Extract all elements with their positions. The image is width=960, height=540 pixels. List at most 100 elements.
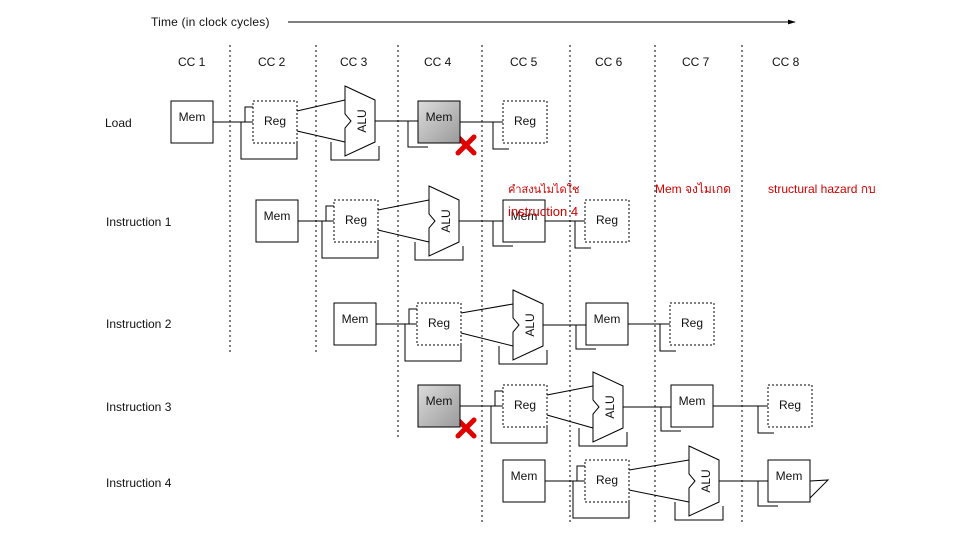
instruction-3-reg-stage-2 (767, 384, 813, 428)
instruction-1-reg-stage-1 (333, 199, 379, 243)
instruction-1-wire-2c (414, 242, 464, 261)
load-mem-conflict-cross-icon (455, 134, 477, 156)
instruction-1-wire-3b (492, 221, 513, 247)
annotation-note-3: Mem จงไมเกด (655, 182, 731, 196)
instruction-2-reg-stage-2-label: Reg (681, 316, 703, 330)
instruction-2-reg-stage-1-label: Reg (428, 316, 450, 330)
instruction-1-alu-stage-label: ALU (439, 209, 453, 232)
instruction-1-mem-stage-2-label: Mem (511, 209, 538, 223)
load-mem-stage-1 (170, 100, 214, 144)
instruction-1-reg-stage-2-label: Reg (596, 213, 618, 227)
instruction-1-wire-1c (321, 221, 379, 259)
row-label-instruction-1: Instruction 1 (106, 215, 172, 229)
instruction-4-wire-1b (576, 465, 585, 481)
row-label-load: Load (105, 116, 132, 130)
load-mem-stage-1-label: Mem (179, 110, 206, 124)
annotation-note-2: instruction 4 (508, 204, 579, 219)
instruction-3-alu-stage (592, 371, 624, 443)
cc-5-label: CC 5 (510, 55, 538, 69)
instruction-2-wire-4b (659, 324, 676, 352)
instruction-4-wire-2b (628, 489, 690, 503)
cc-7-label: CC 7 (682, 55, 710, 69)
instruction-3-mem-stage-1 (417, 384, 461, 428)
instruction-2-wire-2a (460, 303, 514, 314)
instruction-3-wire-2a (546, 385, 594, 396)
instruction-1-mem-stage-1-label: Mem (264, 209, 291, 223)
cc-8-label: CC 8 (772, 55, 800, 69)
instruction-3-wire-2b (546, 414, 594, 429)
instruction-3-mem-stage-2 (670, 384, 714, 428)
instruction-3-alu-stage-label: ALU (603, 395, 617, 418)
load-reg-stage-2 (502, 100, 548, 144)
instruction-4-wire-2a (628, 459, 690, 471)
instruction-2-wire-1c (404, 324, 462, 362)
instruction-2-alu-stage (512, 289, 544, 361)
instruction-1-reg-stage-2 (584, 199, 630, 243)
instruction-4-mem-stage-1 (502, 459, 546, 503)
instruction-1-wire-1b (325, 205, 334, 221)
instruction-4-wire-1c (572, 481, 630, 519)
instruction-3-wire-1b (494, 390, 503, 406)
instruction-3-reg-stage-2-label: Reg (779, 398, 801, 412)
instruction-4-reg-stage-1-label: Reg (596, 473, 618, 487)
instruction-2-wire-1b (408, 308, 417, 324)
load-reg-stage-1-label: Reg (264, 114, 286, 128)
instruction-4-alu-stage-label: ALU (699, 469, 713, 492)
instruction-3-reg-stage-1 (502, 384, 548, 428)
instruction-2-mem-stage-1 (333, 302, 377, 346)
instruction-2-mem-stage-2-label: Mem (594, 312, 621, 326)
load-wire-2b (296, 130, 346, 143)
instruction-4-wire-2c (674, 502, 724, 521)
annotation-note-4: structural hazard กบ (768, 182, 876, 196)
row-label-instruction-3: Instruction 3 (106, 400, 172, 414)
instruction-2-mem-stage-1-label: Mem (342, 312, 369, 326)
load-wire-2c (330, 142, 380, 161)
instruction-1-reg-stage-1-label: Reg (345, 213, 367, 227)
instruction-2-alu-stage-label: ALU (523, 313, 537, 336)
load-wire-3b (407, 121, 428, 148)
load-mem-stage-2-label: Mem (426, 110, 453, 124)
instruction-3-mem-conflict-cross-icon (455, 417, 477, 439)
cc-4-label: CC 4 (424, 55, 452, 69)
cc-3-label: CC 3 (340, 55, 368, 69)
load-wire-4b (492, 122, 509, 150)
cc-6-label: CC 6 (595, 55, 623, 69)
cc-1-label: CC 1 (178, 55, 206, 69)
time-axis-label: Time (in clock cycles) (151, 15, 270, 29)
load-reg-stage-1 (252, 100, 298, 144)
load-reg-stage-2-label: Reg (514, 114, 536, 128)
instruction-1-wire-2b (377, 229, 430, 243)
instruction-3-reg-stage-1-label: Reg (514, 398, 536, 412)
load-wire-1b (244, 106, 253, 122)
instruction-4-mem-stage-2-label: Mem (776, 469, 803, 483)
load-alu-stage (344, 85, 376, 157)
instruction-4-reg-stage-1 (584, 459, 630, 503)
load-alu-stage-label: ALU (355, 109, 369, 132)
instruction-4-mem-stage-2 (767, 459, 811, 503)
row-label-instruction-4: Instruction 4 (106, 476, 172, 490)
cc-2-label: CC 2 (258, 55, 286, 69)
instruction-1-mem-stage-2 (502, 199, 546, 243)
instruction-2-mem-stage-2 (585, 302, 629, 346)
instruction-4-mem-stage-1-label: Mem (511, 469, 538, 483)
cycle-separators (229, 45, 743, 525)
instruction-4-wire-4 (809, 479, 830, 499)
instruction-2-wire-2c (498, 346, 548, 365)
instruction-2-wire-3b (575, 325, 596, 350)
instruction-2-reg-stage-1 (416, 302, 462, 346)
instruction-3-wire-4b (757, 406, 774, 434)
instruction-3-mem-stage-2-label: Mem (679, 394, 706, 408)
load-wire-2a (296, 99, 346, 112)
instruction-1-wire-4b (574, 221, 591, 249)
annotation-note-1: คำสงนไมไดใช (508, 184, 580, 196)
instruction-1-mem-stage-1 (255, 199, 299, 243)
load-wire-1c (240, 122, 298, 160)
row-label-instruction-2: Instruction 2 (106, 317, 172, 331)
instruction-3-mem-stage-1-label: Mem (426, 394, 453, 408)
instruction-2-wire-2b (460, 332, 514, 347)
instruction-1-alu-stage (428, 185, 460, 257)
instruction-4-alu-stage (688, 445, 720, 517)
instruction-3-wire-1c (490, 406, 548, 444)
load-mem-stage-2 (417, 100, 461, 144)
